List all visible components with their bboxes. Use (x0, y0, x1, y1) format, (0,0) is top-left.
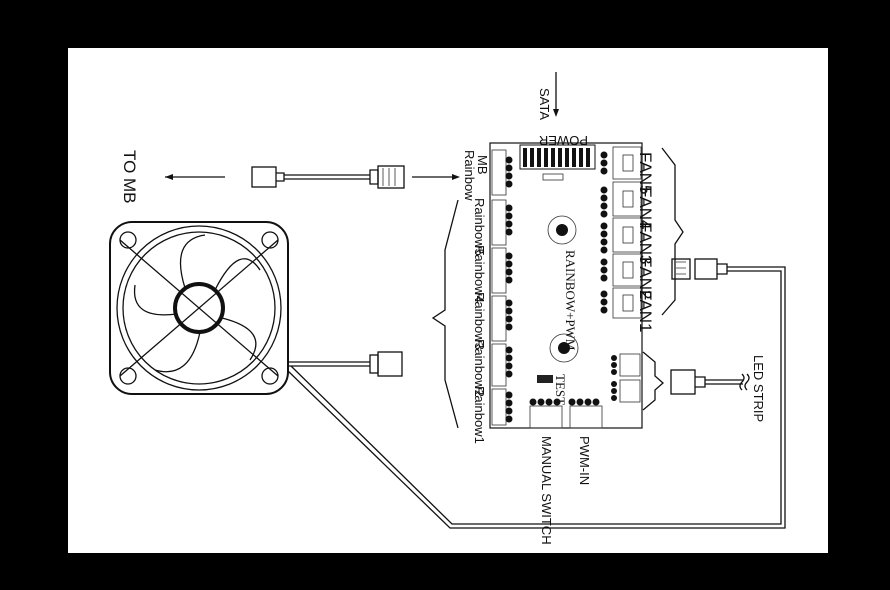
rainbow3-label: Rainbow3 (472, 292, 487, 350)
fan-header-1 (600, 287, 642, 319)
rainbow-header-1 (491, 388, 513, 426)
pwm-in-header (568, 398, 603, 429)
fan3-label: FAN3 (636, 222, 655, 265)
led-strip-label: LED STRIP (751, 355, 766, 422)
power-label: POWER (539, 133, 588, 148)
fan-brace (661, 147, 684, 316)
power-connector (519, 144, 596, 181)
sata-label: SATA (537, 88, 552, 120)
pwm-in-label: PWM-IN (577, 436, 592, 485)
led-strip-cable: LED STRIP (670, 355, 766, 422)
rainbow-header-3 (491, 295, 513, 342)
test-label: TEST (553, 374, 568, 405)
rainbow-brace (431, 199, 459, 429)
controller-board: POWER RAINBOW+PWM (489, 133, 643, 429)
board-name: RAINBOW+PWM (563, 250, 578, 351)
rainbow-header-4 (491, 247, 513, 294)
fan-header-2 (600, 253, 642, 287)
mb-label: MB (475, 155, 490, 175)
fan-header-5 (600, 146, 642, 180)
led-strip-headers (611, 353, 641, 403)
fan-port-labels: FAN5 FAN4 FAN3 FAN2 FAN1 (636, 152, 655, 333)
mounting-hole (547, 215, 577, 245)
mounting-hole (549, 333, 579, 363)
rainbow-header-2 (491, 343, 513, 387)
fan-header-3 (600, 217, 642, 254)
to-mb-label: TO MB (120, 150, 139, 204)
rainbow-header-5 (491, 199, 513, 246)
fan4-label: FAN4 (636, 187, 655, 230)
to-mb-cable: TO MB (120, 150, 460, 204)
sata-input: SATA (537, 72, 559, 120)
rainbow-header-mb (491, 149, 513, 196)
manual-switch-header (529, 398, 563, 429)
rainbow5-label: Rainbow5 (472, 198, 487, 256)
rainbow-port-labels: Rainbow5 Rainbow4 Rainbow3 Rainbow2 Rain… (472, 198, 487, 444)
fan-cable (286, 258, 786, 529)
rainbow-label: Rainbow (462, 150, 477, 201)
rainbow-headers (491, 149, 513, 426)
fan-headers (600, 146, 642, 319)
rainbow1-label: Rainbow1 (472, 386, 487, 444)
rainbow2-label: Rainbow2 (472, 339, 487, 397)
fan-header-4 (600, 181, 642, 218)
fan1-label: FAN1 (636, 290, 655, 333)
led-brace (642, 351, 664, 411)
fan2-label: FAN2 (636, 257, 655, 300)
fan-icon (109, 221, 403, 395)
test-switch (537, 375, 553, 383)
rainbow4-label: Rainbow4 (472, 245, 487, 303)
manual-switch-label: MANUAL SWITCH (539, 436, 554, 545)
fan5-label: FAN5 (636, 152, 655, 195)
